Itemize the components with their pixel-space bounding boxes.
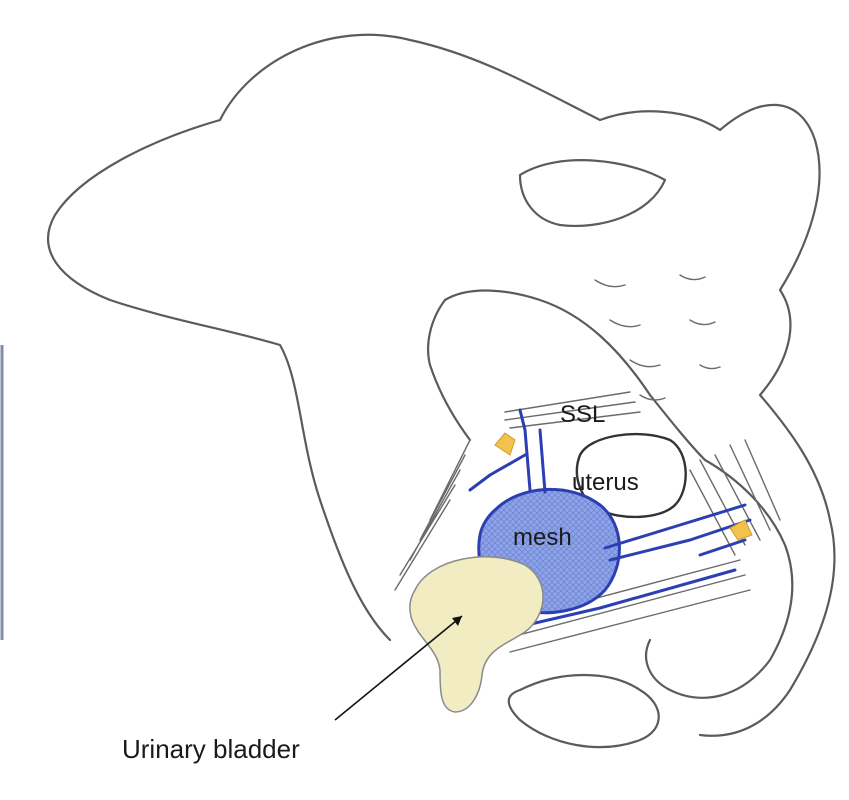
uterus-label: uterus (572, 469, 639, 496)
mesh-label: mesh (513, 524, 572, 551)
pubic-outline (509, 675, 659, 747)
anchor-left (495, 433, 515, 455)
urinary-bladder-label: Urinary bladder (122, 734, 300, 764)
sacrum-outline (428, 291, 705, 460)
ssl-label: SSL (560, 401, 605, 428)
sacral-foramina (595, 275, 720, 400)
ilium-inner-curve (520, 160, 665, 226)
